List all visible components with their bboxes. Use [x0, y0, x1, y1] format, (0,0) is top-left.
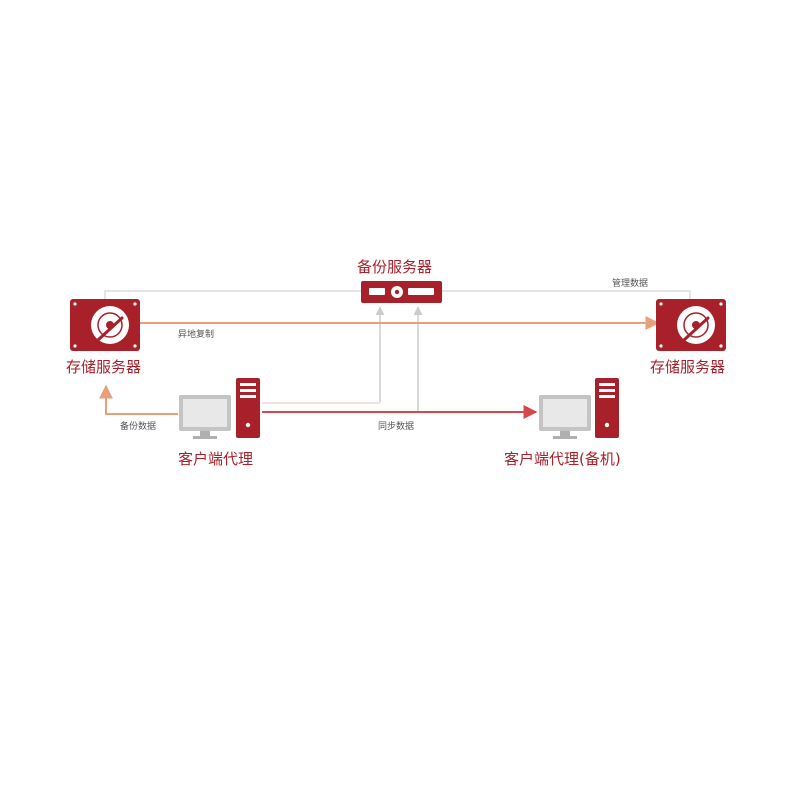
- storage-server-right-icon: [656, 299, 726, 351]
- client-agent-standby-icon: [539, 378, 619, 439]
- storage-server-left-icon: [70, 299, 140, 351]
- client-agent-label: 客户端代理: [178, 450, 254, 468]
- management-line-right: [440, 290, 691, 300]
- backup-server-icon: [361, 281, 442, 303]
- management-data-label: 管理数据: [612, 279, 649, 289]
- client-agent-standby-label: 客户端代理(备机): [504, 450, 621, 468]
- backup-data-arrow: [99, 384, 178, 415]
- sync-data-label: 同步数据: [378, 422, 415, 432]
- client-agent-icon: [179, 378, 260, 439]
- backup-server-label: 备份服务器: [357, 258, 433, 276]
- storage-server-right-label: 存储服务器: [650, 358, 726, 376]
- remote-replication-label: 异地复制: [178, 330, 215, 340]
- storage-server-left-label: 存储服务器: [66, 358, 142, 376]
- backup-data-label: 备份数据: [120, 422, 157, 432]
- management-line-left: [104, 290, 362, 300]
